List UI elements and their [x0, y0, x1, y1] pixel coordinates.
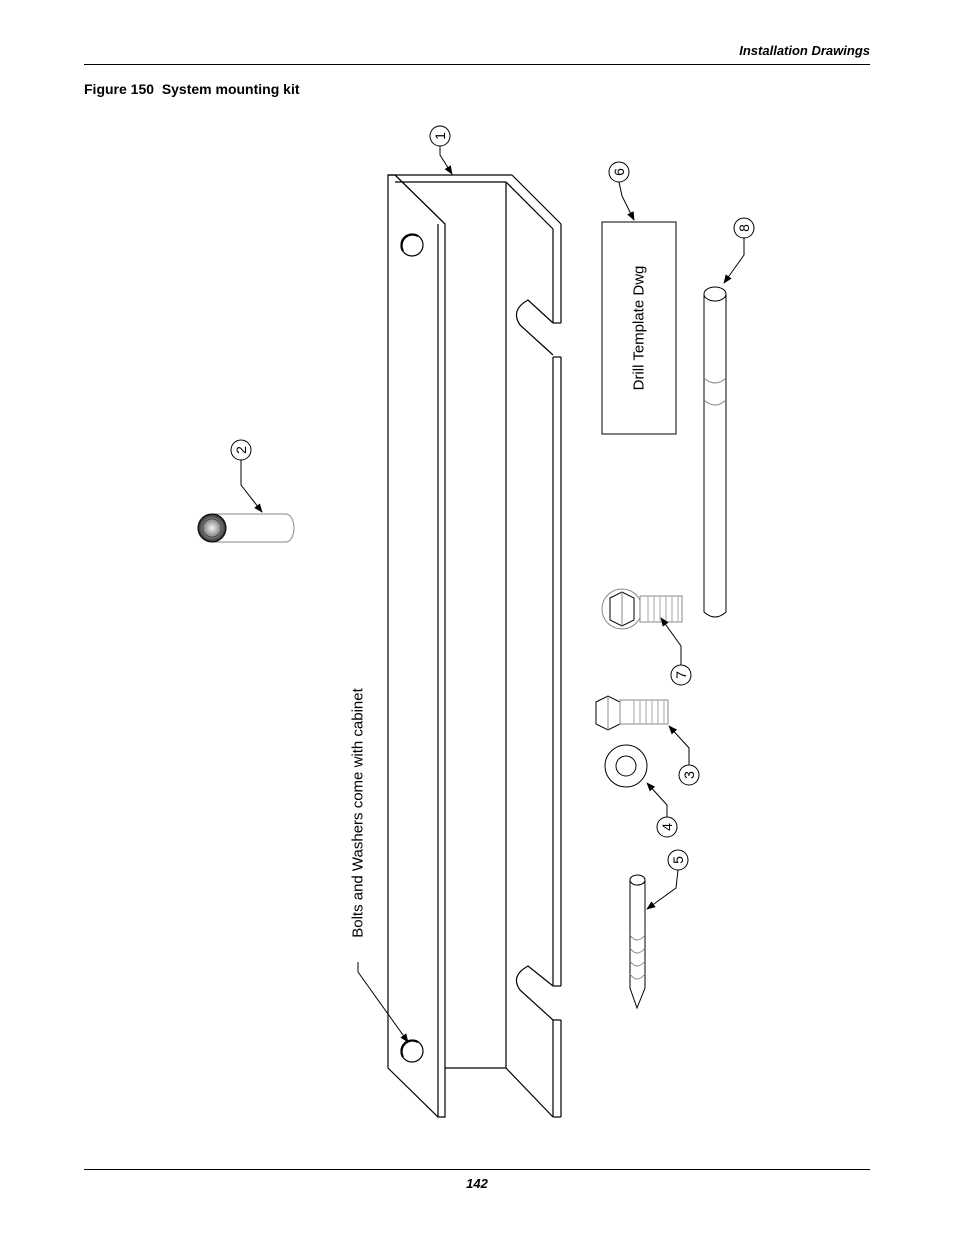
page-number: 142 [466, 1176, 488, 1191]
callout-5: 5 [670, 856, 686, 864]
footer-rule [84, 1169, 870, 1170]
header-rule [84, 64, 870, 65]
figure-caption: Figure 150 System mounting kit [84, 81, 300, 97]
hex-bolt [595, 695, 669, 731]
callout-1: 1 [432, 132, 448, 140]
callout-4: 4 [659, 823, 675, 831]
drill-template-box [601, 221, 677, 435]
callout-3: 3 [681, 771, 697, 779]
figure-number: Figure 150 [84, 81, 155, 97]
bolts-note: Bolts and Washers come with cabinet [350, 687, 367, 937]
threaded-rod [703, 286, 727, 618]
anchor-bolt [629, 874, 646, 1010]
drill-template-label: Drill Template Dwg [631, 266, 648, 391]
callout-6: 6 [611, 168, 627, 176]
callout-8: 8 [736, 224, 752, 232]
mounting-channel [387, 174, 562, 1118]
callout-7: 7 [673, 671, 689, 679]
washer [604, 744, 648, 788]
running-header: Installation Drawings [739, 43, 870, 58]
flange-bolt [601, 588, 683, 630]
callout-2: 2 [233, 446, 249, 454]
figure-title: System mounting kit [161, 81, 300, 97]
spacer-tube [197, 513, 295, 543]
